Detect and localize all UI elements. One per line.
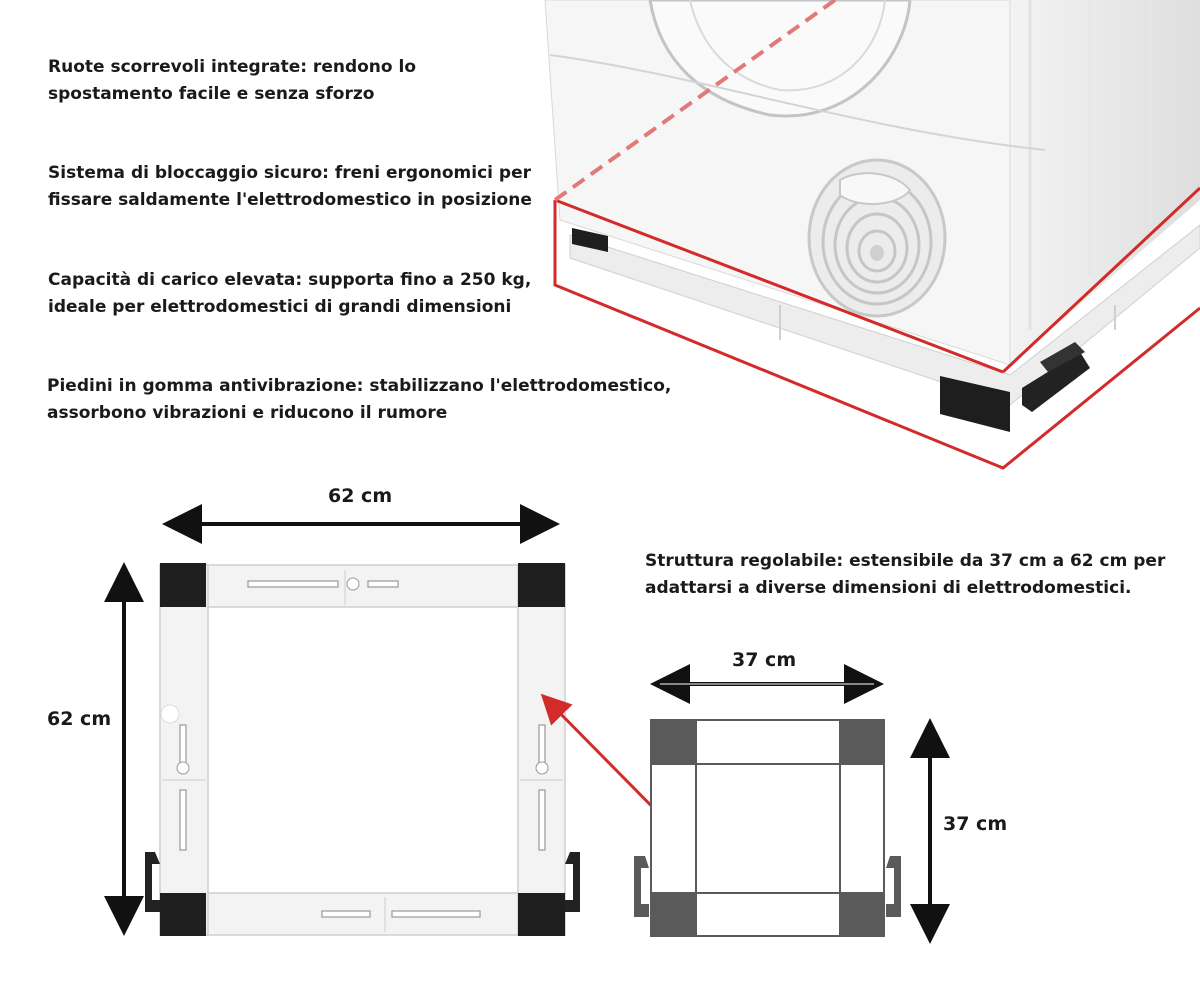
adjustable-structure-text: Struttura regolabile: estensibile da 37 … <box>645 548 1165 602</box>
feature-wheels: Ruote scorrevoli integrate: rendono lo s… <box>48 54 416 108</box>
feature-wheels-line2: spostamento facile e senza sforzo <box>48 84 375 104</box>
feature-capacity: Capacità di carico elevata: supporta fin… <box>48 267 531 321</box>
feature-locking-line2: fissare saldamente l'elettrodomestico in… <box>48 190 532 210</box>
large-height-label: 62 cm <box>47 708 112 730</box>
adjustable-line2: adattarsi a diverse dimensioni di elettr… <box>645 578 1132 598</box>
feature-capacity-line1: Capacità di carico elevata: supporta fin… <box>48 270 532 290</box>
small-width-label: 37 cm <box>732 649 797 671</box>
large-width-label: 62 cm <box>328 485 393 507</box>
dashed-pointer-line <box>553 0 837 202</box>
vent-icon <box>807 158 947 318</box>
feature-antivibration: Piedini in gomma antivibrazione: stabili… <box>47 373 671 427</box>
feature-locking-line1: Sistema di bloccaggio sicuro: freni ergo… <box>48 163 531 183</box>
adjustable-line1: Struttura regolabile: estensibile da 37 … <box>645 551 1166 571</box>
large-frame-diagram <box>145 563 580 936</box>
feature-wheels-line1: Ruote scorrevoli integrate: rendono lo <box>48 57 417 77</box>
base-highlight-outline <box>553 186 1200 470</box>
feature-locking: Sistema di bloccaggio sicuro: freni ergo… <box>48 160 532 214</box>
feature-antivibration-line1: Piedini in gomma antivibrazione: stabili… <box>47 376 672 396</box>
feature-capacity-line2: ideale per elettrodomestici di grandi di… <box>48 297 512 317</box>
washing-machine-image <box>544 0 1200 432</box>
feature-antivibration-line2: assorbono vibrazioni e riducono il rumor… <box>47 403 448 423</box>
small-height-label: 37 cm <box>943 813 1008 835</box>
small-frame-diagram <box>634 719 901 937</box>
